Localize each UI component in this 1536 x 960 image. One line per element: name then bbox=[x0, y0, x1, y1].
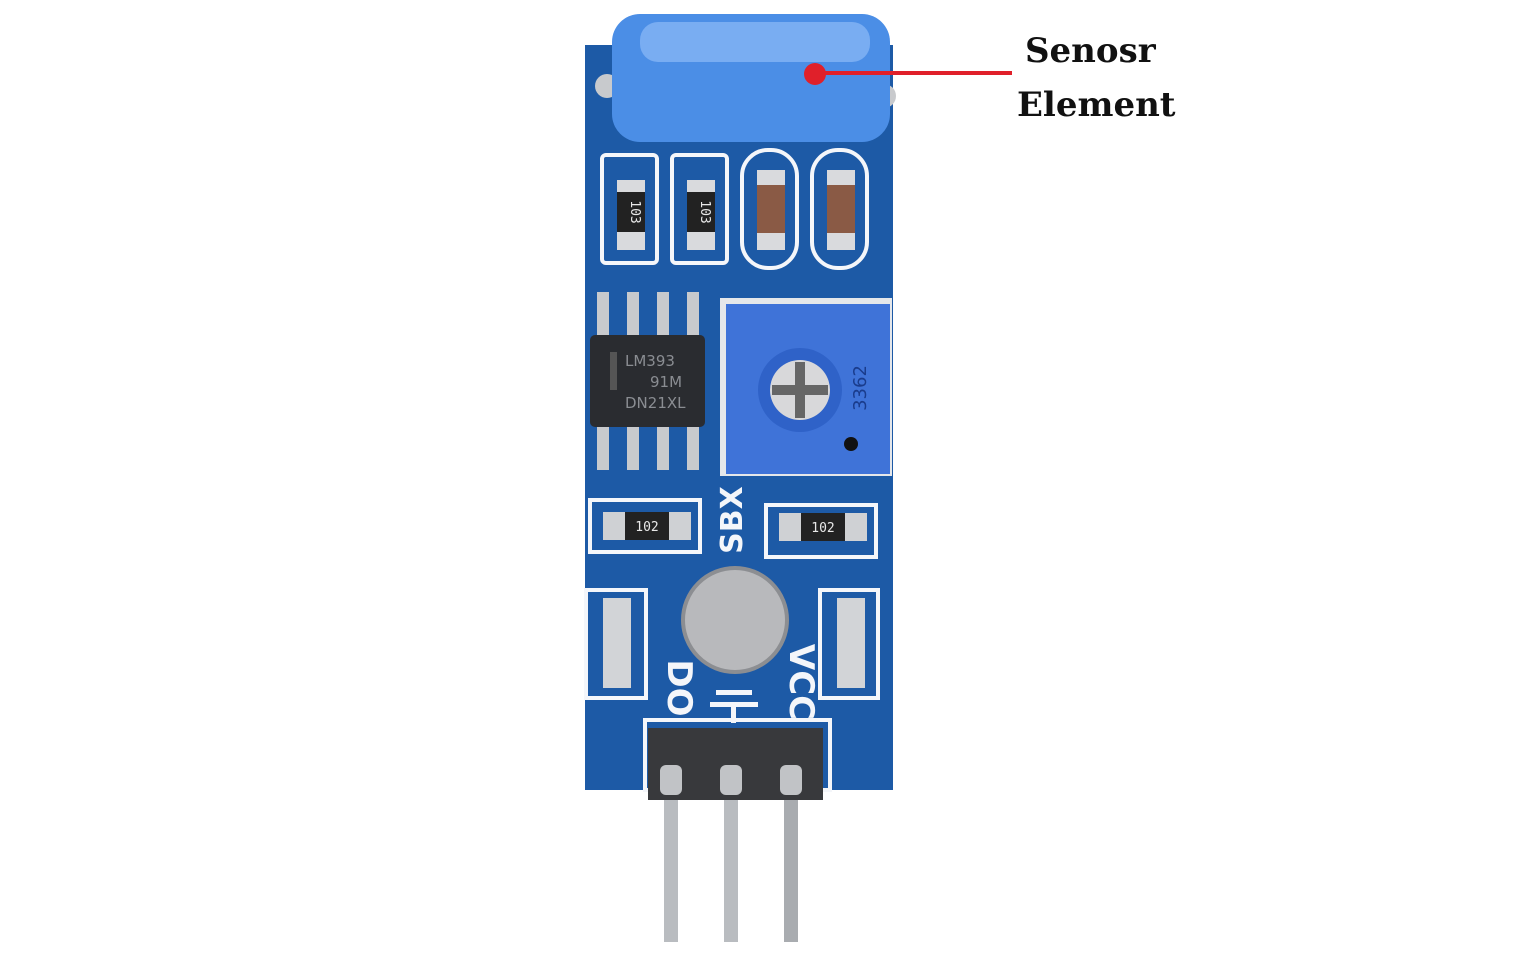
svg-text:102: 102 bbox=[811, 521, 834, 536]
svg-text:103: 103 bbox=[697, 200, 712, 223]
pin-header bbox=[648, 728, 823, 800]
capacitors bbox=[757, 170, 855, 250]
brand-silkscreen: SBX bbox=[715, 486, 750, 554]
svg-text:91M: 91M bbox=[650, 373, 682, 391]
silkscreen-outlines bbox=[584, 148, 880, 792]
svg-text:103: 103 bbox=[627, 200, 642, 223]
vcc-pin-label: VCC bbox=[781, 644, 821, 720]
svg-text:102: 102 bbox=[635, 520, 658, 535]
resistor-102-b: 102 bbox=[779, 513, 867, 541]
annotation-label-line1: Senosr bbox=[1025, 31, 1157, 71]
potentiometer: 3362 bbox=[720, 298, 892, 476]
svg-text:3362: 3362 bbox=[850, 365, 871, 411]
annotation-pointer bbox=[804, 63, 1012, 85]
header-pins bbox=[664, 790, 798, 942]
svg-text:DN21XL: DN21XL bbox=[625, 394, 686, 412]
ic-chip: LM393 91M DN21XL bbox=[590, 292, 705, 470]
ground-symbol bbox=[710, 690, 758, 723]
leds bbox=[603, 598, 865, 688]
do-pin-label: DO bbox=[659, 659, 699, 716]
svg-text:LM393: LM393 bbox=[625, 352, 675, 370]
annotation-label-line2: Element bbox=[1017, 85, 1176, 125]
resistor-103-a: 103 bbox=[617, 180, 645, 250]
vibration-sensor-element bbox=[595, 14, 896, 142]
mounting-hole bbox=[681, 566, 789, 674]
resistor-103-b: 103 bbox=[687, 180, 715, 250]
resistor-102-a: 102 bbox=[603, 512, 691, 540]
